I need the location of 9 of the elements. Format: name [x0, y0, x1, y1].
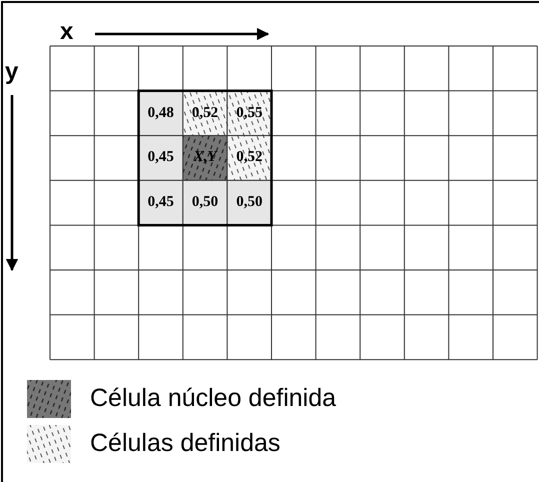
cell-value: 0,45 [146, 193, 175, 212]
legend-text: Célula núcleo definida [90, 383, 336, 413]
cell-value: 0,50 [235, 193, 264, 212]
cell-value: 0,48 [146, 104, 175, 123]
cell-value: 0,50 [190, 193, 220, 212]
cell-value: 0,45 [146, 148, 175, 168]
axis-label: x [60, 20, 74, 44]
axis-label: y [5, 60, 18, 84]
legend-text: Células definidas [90, 428, 280, 458]
